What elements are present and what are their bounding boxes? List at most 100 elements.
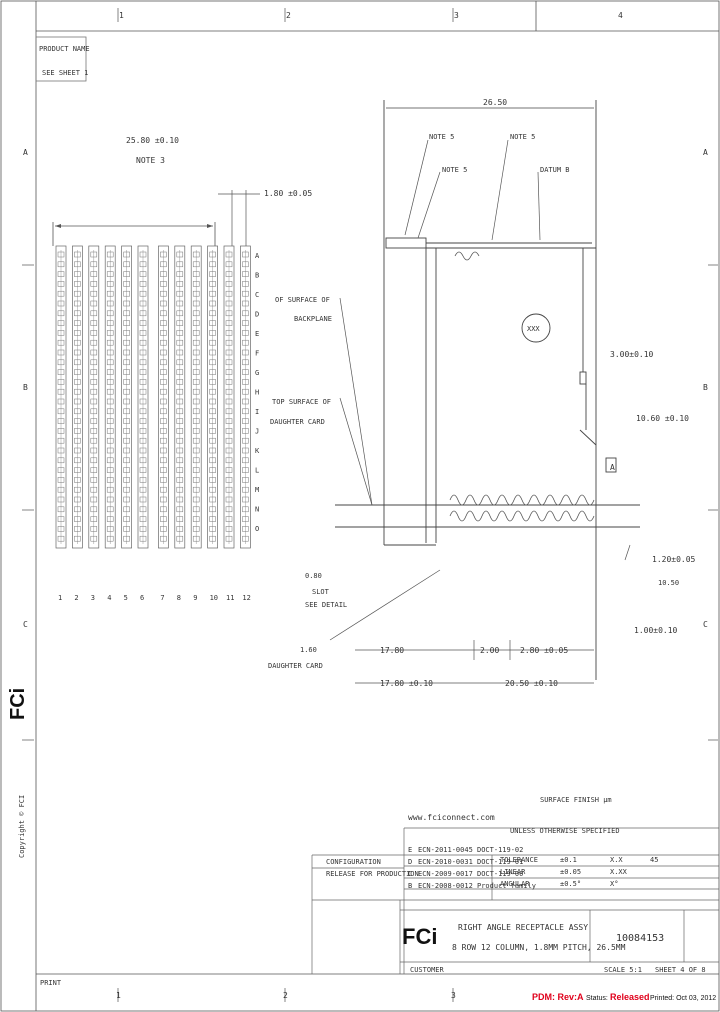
leader-lines	[329, 139, 631, 641]
tolerance-cell: TOLERANCE	[500, 856, 538, 864]
pin	[90, 418, 98, 424]
column-number: 11	[226, 594, 234, 602]
pin	[176, 457, 184, 464]
pin	[242, 428, 249, 434]
pin	[209, 477, 216, 483]
tolerance-cell: ±0.05	[560, 868, 581, 876]
pin	[139, 516, 147, 522]
pin	[225, 457, 233, 464]
pin	[209, 467, 216, 473]
pin	[225, 261, 233, 268]
pin	[242, 477, 249, 483]
pin	[106, 447, 114, 454]
pin	[90, 369, 98, 375]
title-fci-logo: FCi	[402, 924, 437, 949]
pin	[160, 418, 167, 424]
pin	[192, 535, 200, 542]
status-value: Released	[610, 992, 650, 1002]
revision-history-entry: CONFIGURATION	[326, 858, 381, 866]
pin	[192, 251, 200, 258]
pin	[160, 496, 167, 503]
pin	[225, 300, 233, 307]
pin	[123, 379, 130, 385]
product-name-label: PRODUCT NAME	[39, 45, 90, 53]
title-block	[311, 827, 719, 974]
pin	[123, 506, 130, 513]
pin	[90, 467, 98, 473]
column-number: 3	[91, 594, 95, 602]
pin	[57, 290, 65, 297]
pin	[90, 388, 98, 395]
pin	[139, 535, 147, 542]
tolerance-cell: X°	[610, 880, 618, 888]
pin	[74, 408, 81, 415]
row-letter: O	[255, 525, 259, 533]
pin	[176, 271, 184, 277]
pin	[176, 290, 184, 297]
right-dim-1: 3.00±0.10	[610, 350, 654, 359]
pin	[192, 428, 200, 434]
pin	[192, 369, 200, 375]
pin	[90, 261, 98, 268]
pin	[225, 359, 233, 366]
pin	[176, 477, 184, 483]
zone-ticks	[22, 8, 718, 1002]
pin	[176, 437, 184, 444]
daughter-label-1: TOP SURFACE OF	[272, 398, 331, 406]
pin	[209, 281, 216, 287]
pin	[74, 290, 81, 297]
pin	[192, 398, 200, 405]
pin	[106, 339, 114, 346]
row-letter: G	[255, 369, 259, 377]
row-letter: J	[255, 428, 259, 436]
pin	[192, 261, 200, 268]
pin	[74, 428, 81, 434]
pin	[160, 486, 167, 493]
pin	[90, 506, 98, 513]
col-label-3: 3	[454, 11, 459, 20]
pin	[209, 428, 216, 434]
column-number: 6	[140, 594, 144, 602]
pin	[57, 251, 65, 258]
pin	[106, 310, 114, 317]
column-number: 5	[124, 594, 128, 602]
col-label-bottom-2: 2	[283, 991, 288, 1000]
pin	[192, 467, 200, 473]
circle-label: XXX	[527, 325, 540, 333]
pin	[225, 271, 233, 277]
pin	[57, 516, 65, 522]
pin	[123, 467, 130, 473]
pin	[123, 330, 130, 336]
pin	[242, 359, 249, 366]
datum-label: DATUM B	[540, 166, 570, 174]
pin	[57, 369, 65, 375]
pin	[160, 320, 167, 326]
pin	[242, 300, 249, 307]
pin	[106, 428, 114, 434]
pin	[74, 447, 81, 454]
pin	[57, 261, 65, 268]
pin	[74, 467, 81, 473]
pin	[74, 349, 81, 356]
pin	[123, 310, 130, 317]
drawing-title-2: 8 ROW 12 COLUMN, 1.8MM PITCH, 26.5MM	[452, 943, 626, 952]
pin	[106, 330, 114, 336]
tolerance-cell: ±0.1	[560, 856, 577, 864]
pin	[192, 457, 200, 464]
slot-dim-1: 0.80	[305, 572, 322, 580]
pin	[242, 506, 249, 513]
pin	[57, 437, 65, 444]
pin	[176, 359, 184, 366]
pin	[209, 251, 216, 258]
pin	[57, 467, 65, 473]
pin	[57, 535, 65, 542]
pin	[192, 477, 200, 483]
pin	[106, 271, 114, 277]
row-label-c-right: C	[703, 620, 708, 629]
pin	[176, 349, 184, 356]
pin	[123, 271, 130, 277]
